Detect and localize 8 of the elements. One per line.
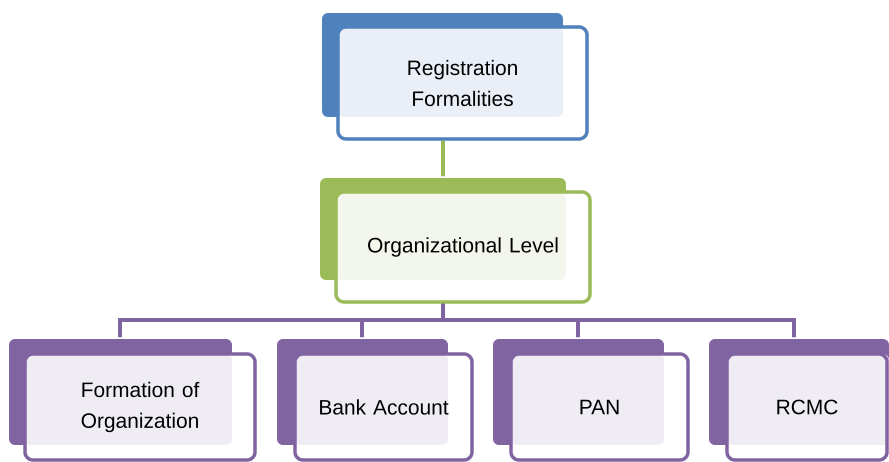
process-box: Organizational Level	[320, 178, 592, 304]
connector-line	[441, 304, 796, 338]
process-box: Formation of Organization	[9, 339, 257, 462]
process-box: Bank Account	[277, 339, 474, 462]
connector-line	[441, 140, 445, 176]
process-box: PAN	[493, 339, 690, 462]
process-box: RCMC	[709, 339, 889, 462]
process-box: Registration Formalities	[322, 13, 589, 141]
